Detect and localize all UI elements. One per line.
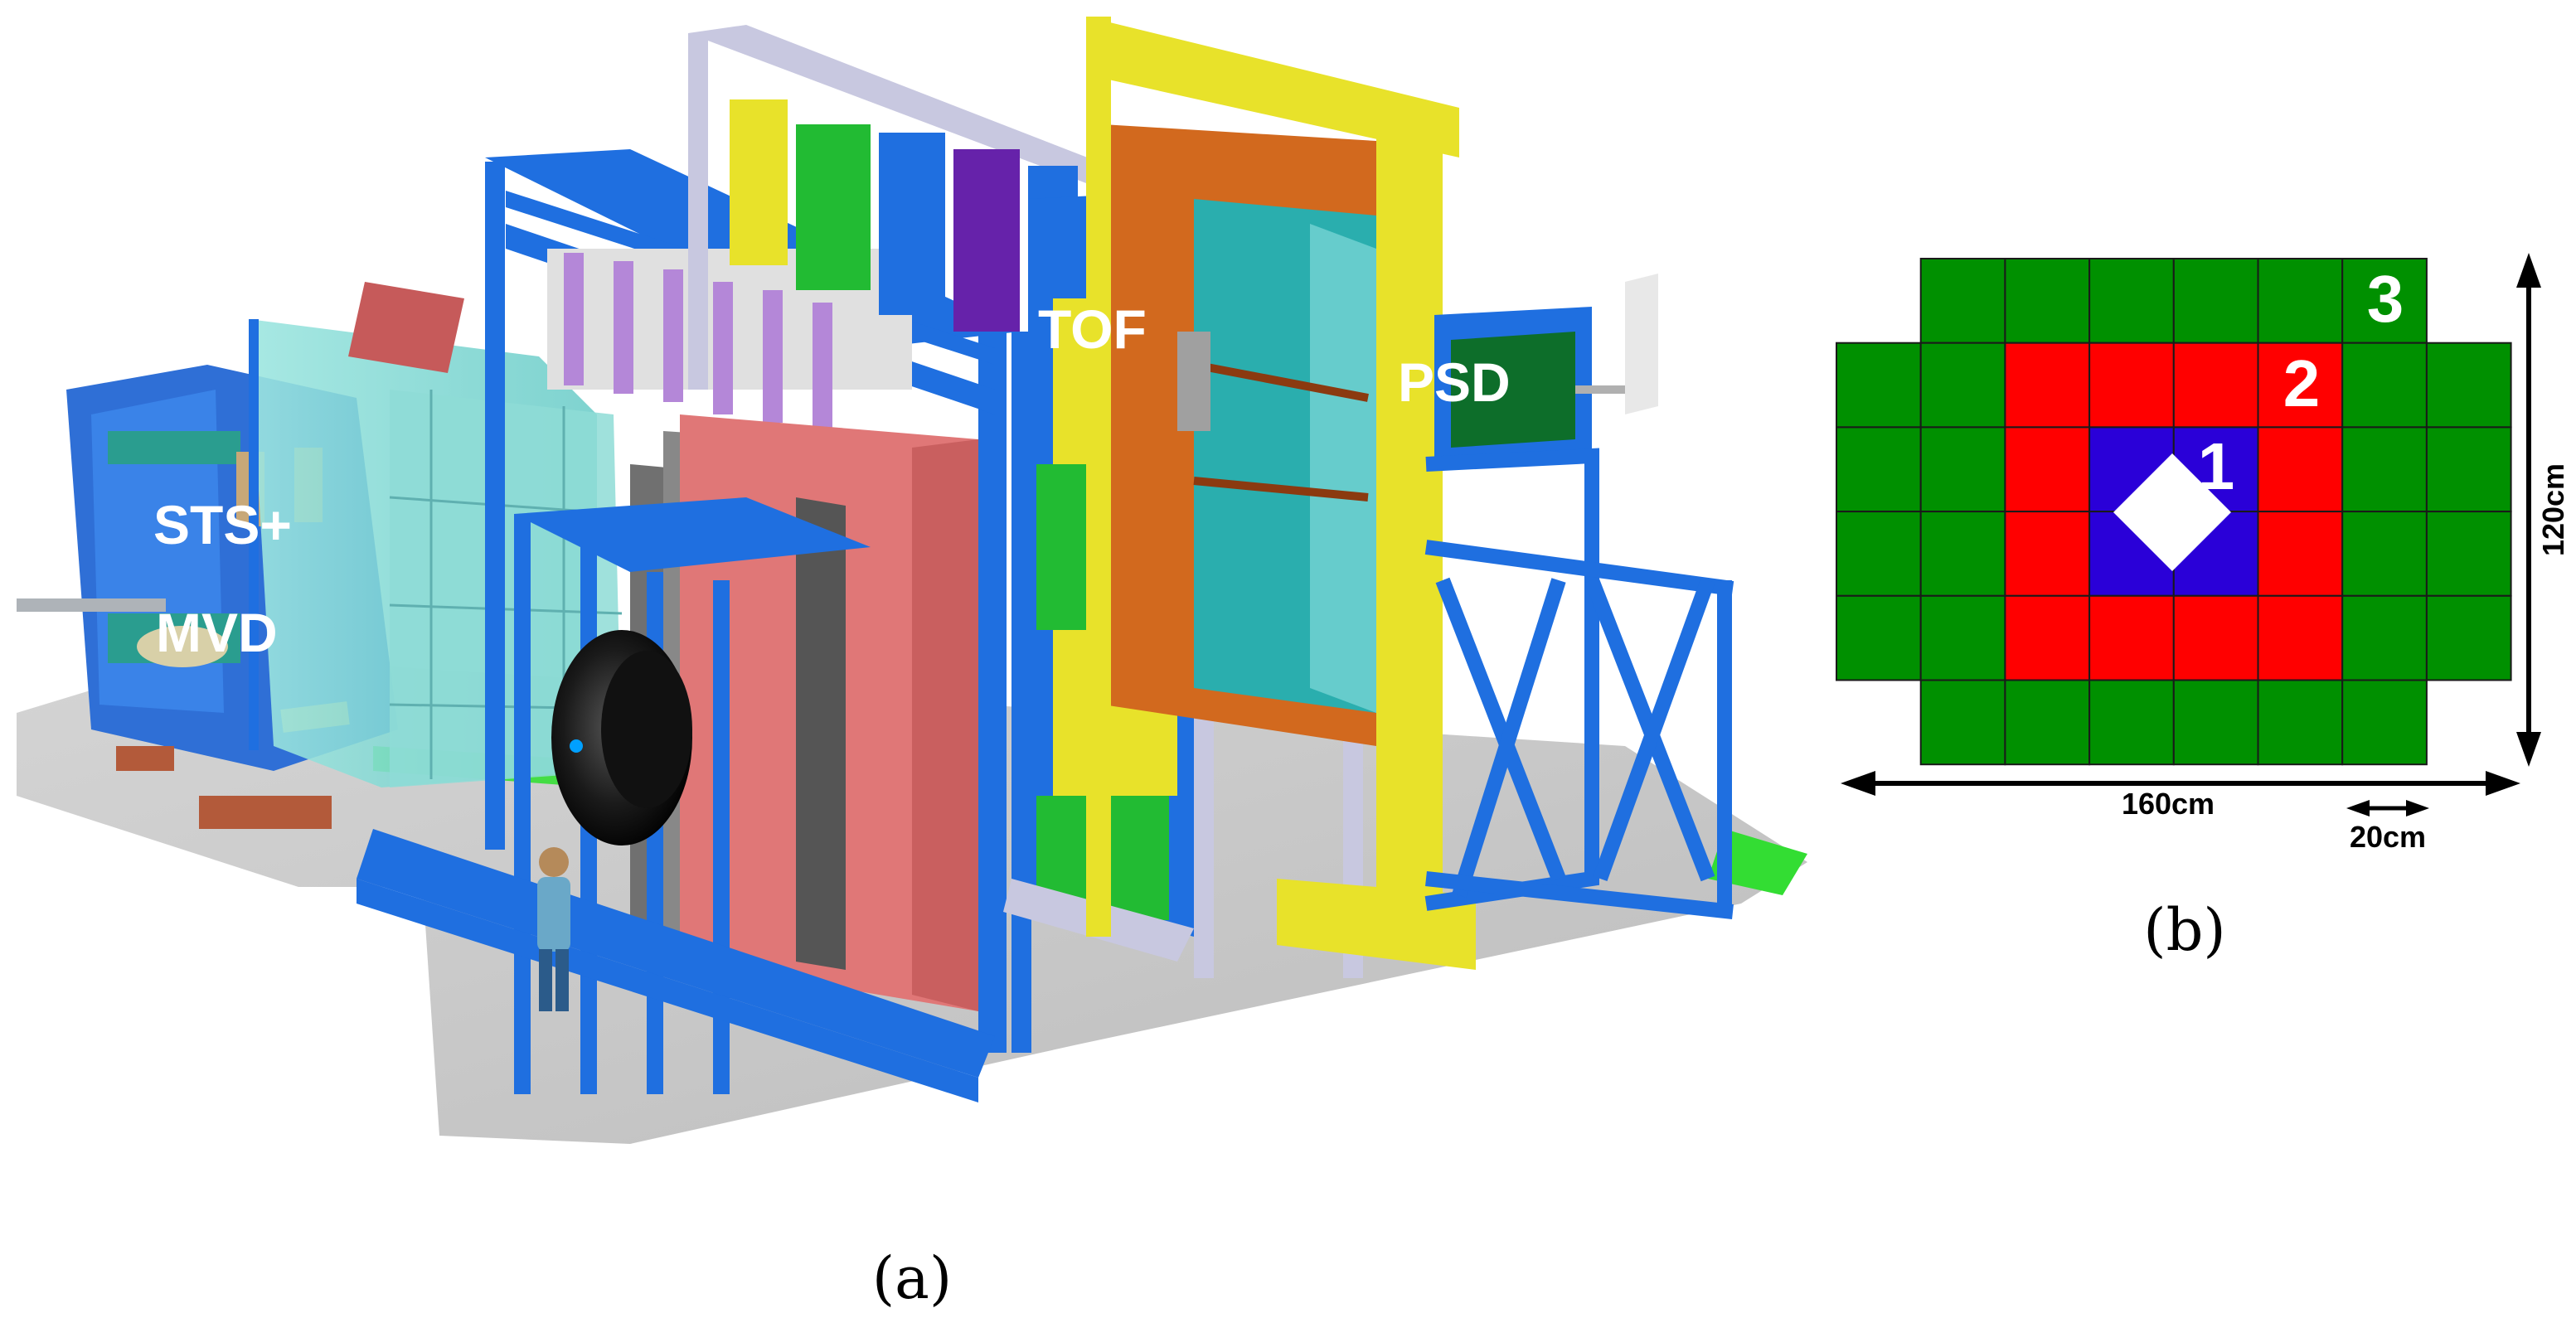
dimension-arrows	[1841, 253, 2541, 816]
group-label-3: 3	[2367, 262, 2404, 336]
dim-width-label: 160cm	[2122, 787, 2215, 821]
rich-cone	[551, 630, 692, 846]
psd-module-cell	[2341, 594, 2428, 681]
group-label-1: 1	[2198, 429, 2235, 503]
beam-hole-diamond	[2113, 453, 2231, 571]
group-label-2: 2	[2283, 346, 2321, 420]
detector-illustration: STS+ MVD TOF PSD	[17, 17, 1807, 1144]
front-blue-frame	[357, 497, 995, 1102]
psd-module-cell	[2088, 342, 2175, 429]
psd-module	[1434, 274, 1658, 464]
dim-height-label: 120cm	[2536, 463, 2570, 556]
psd-module-cell	[2425, 594, 2512, 681]
person-figure	[537, 847, 570, 1011]
psd-module-cell	[2425, 342, 2512, 429]
dim-module-label: 20cm	[2350, 820, 2426, 854]
floor-green-strip	[1708, 829, 1807, 895]
psd-module-cell	[2341, 679, 2428, 766]
psd-module-cell	[2088, 679, 2175, 766]
psd-module-cell	[2257, 511, 2344, 597]
psd-module-cell	[2341, 342, 2428, 429]
psd-module-cell	[1919, 258, 2006, 344]
psd-module-cell	[2004, 426, 2091, 513]
psd-module-cell	[1836, 594, 1922, 681]
yellow-gantry	[1086, 17, 1476, 970]
psd-module-cell	[2257, 679, 2344, 766]
psd-module-cell	[2341, 511, 2428, 597]
caption-a: (a)	[872, 1244, 952, 1312]
psd-module-cell	[2172, 342, 2259, 429]
psd-module-cell	[2004, 594, 2091, 681]
psd-module-cell	[1919, 679, 2006, 766]
psd-module-cell	[2172, 258, 2259, 344]
psd-module-cell	[2088, 258, 2175, 344]
psd-module-cell	[2004, 342, 2091, 429]
psd-module-layout: 1 2 3 160cm 20cm 120cm	[1836, 253, 2570, 854]
psd-module-cell	[2425, 511, 2512, 597]
psd-module-cell	[1836, 426, 1922, 513]
label-tof: TOF	[1038, 298, 1147, 360]
psd-module-cell	[2341, 258, 2428, 344]
psd-module-cell	[2257, 258, 2344, 344]
psd-module-cell	[2004, 679, 2091, 766]
label-sts: STS+	[153, 494, 292, 555]
psd-module-cell	[1836, 342, 1922, 429]
psd-support-truss	[1424, 448, 1734, 919]
psd-module-cell	[2172, 594, 2259, 681]
psd-module-cell	[2088, 594, 2175, 681]
sts-glass-frame	[249, 282, 623, 787]
caption-b: (b)	[2143, 896, 2225, 964]
psd-module-cell	[2004, 511, 2091, 597]
psd-module-cell	[1919, 426, 2006, 513]
psd-backplate	[1103, 124, 1376, 746]
psd-module-cell	[1919, 511, 2006, 597]
psd-module-cell	[1919, 594, 2006, 681]
label-psd: PSD	[1398, 351, 1511, 413]
psd-module-cell	[2425, 426, 2512, 513]
psd-module-cell	[2257, 426, 2344, 513]
psd-module-cell	[2172, 679, 2259, 766]
psd-module-cell	[2257, 594, 2344, 681]
psd-module-cell	[1919, 342, 2006, 429]
psd-module-cell	[1836, 511, 1922, 597]
label-mvd: MVD	[156, 602, 278, 663]
psd-module-cell	[2004, 258, 2091, 344]
psd-module-cell	[2341, 426, 2428, 513]
